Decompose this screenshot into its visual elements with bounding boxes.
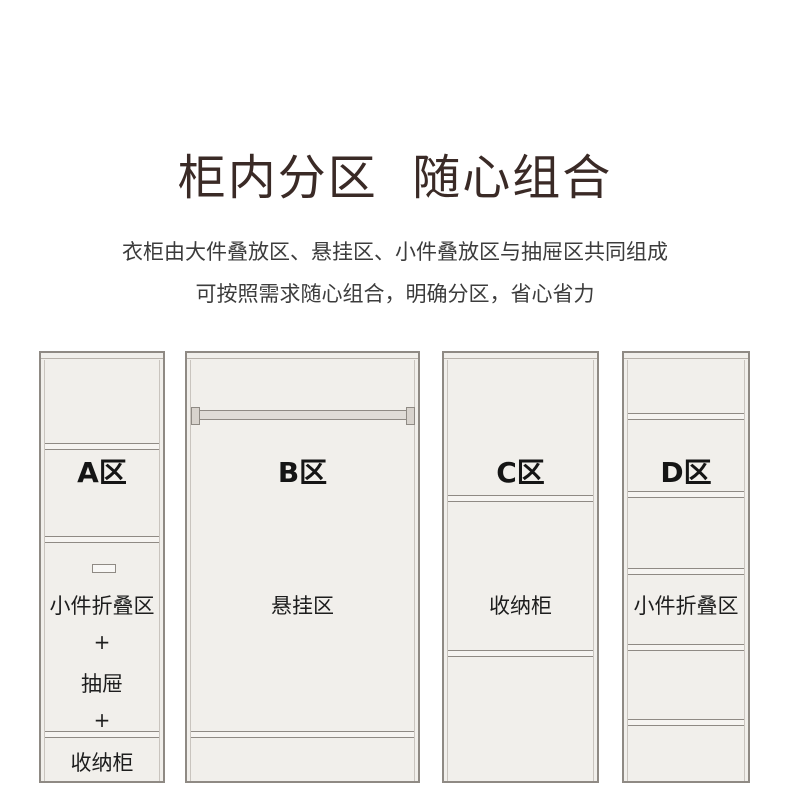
shelf <box>45 731 159 738</box>
cabinet-c: C区 收纳柜 <box>442 351 599 783</box>
shelf <box>448 495 593 502</box>
shelf <box>628 413 744 420</box>
shelf <box>45 443 159 450</box>
cabinet-inner <box>447 360 594 781</box>
cabinet-inner <box>44 360 160 781</box>
cabinet-top-rail <box>41 353 163 359</box>
zone-a-plus-1: + <box>93 630 111 654</box>
zone-label-a: A区 <box>77 456 127 489</box>
shelf <box>628 491 744 498</box>
zone-a-text-storage: 收纳柜 <box>70 751 134 775</box>
shelf <box>628 568 744 575</box>
cabinet-d: D区 小件折叠区 <box>622 351 750 783</box>
zone-label-d: D区 <box>660 456 712 489</box>
zone-a-text-small-fold: 小件折叠区 <box>49 594 155 618</box>
description-line-2: 可按照需求随心组合，明确分区，省心省力 <box>195 282 595 306</box>
shelf <box>628 719 744 726</box>
zone-label-b: B区 <box>277 456 328 489</box>
shelf <box>45 536 159 543</box>
cabinet-a: A区 小件折叠区 + 抽屉 + 收纳柜 <box>39 351 165 783</box>
description-line-1: 衣柜由大件叠放区、悬挂区、小件叠放区与抽屉区共同组成 <box>122 240 668 264</box>
cabinet-b: B区 悬挂区 <box>185 351 420 783</box>
cabinet-top-rail <box>624 353 748 359</box>
cabinet-inner <box>190 360 415 781</box>
zone-a-plus-2: + <box>93 708 111 732</box>
cabinet-inner <box>627 360 745 781</box>
hanging-rod <box>199 410 407 420</box>
zone-label-c: C区 <box>496 456 545 489</box>
page-title: 柜内分区 随心组合 <box>177 150 613 206</box>
zone-d-text-small-fold: 小件折叠区 <box>633 594 739 618</box>
zone-b-text-hanging: 悬挂区 <box>271 594 334 618</box>
zone-c-text-storage: 收纳柜 <box>489 594 552 618</box>
cabinet-top-rail <box>444 353 597 359</box>
drawer-handle-icon <box>92 564 116 573</box>
shelf <box>191 731 414 738</box>
cabinet-top-rail <box>187 353 418 359</box>
hanging-rod-bracket-right <box>406 407 415 425</box>
shelf <box>448 650 593 657</box>
zone-a-text-drawer: 抽屉 <box>81 672 123 696</box>
shelf <box>628 644 744 651</box>
